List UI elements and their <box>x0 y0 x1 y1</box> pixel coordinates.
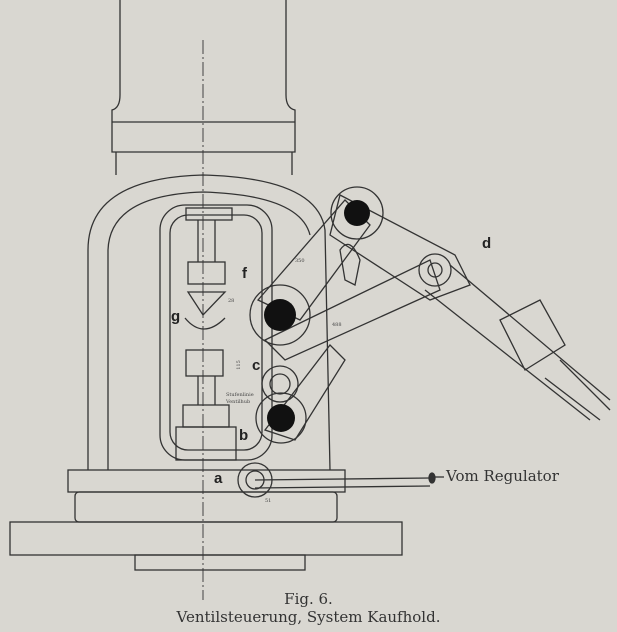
label-d: d <box>482 235 492 252</box>
column <box>111 0 296 175</box>
pins <box>264 200 370 432</box>
levers <box>237 186 611 498</box>
label-c: c <box>252 357 261 374</box>
regulator-annotation: Vom Regulator <box>446 467 559 485</box>
valve-spindle <box>175 207 237 461</box>
base <box>9 469 403 571</box>
dim-stufenlinie: Stufenlinie <box>226 392 254 398</box>
dim-51: 51 <box>265 498 272 504</box>
regulator-arrow <box>428 472 444 484</box>
dim-115: 115 <box>235 360 242 370</box>
label-b: b <box>239 427 249 444</box>
figure-title: Ventilsteuerung, System Kaufhold. <box>176 608 441 626</box>
dim-ventilhub: Ventilhub <box>226 399 251 405</box>
dim-350: 350 <box>295 258 305 264</box>
dim-488: 488 <box>332 322 342 328</box>
label-g: g <box>171 308 181 325</box>
label-a: a <box>214 470 223 487</box>
dim-28: 28 <box>228 298 235 304</box>
label-f: f <box>242 265 247 282</box>
figure-number: Fig. 6. <box>284 590 333 608</box>
